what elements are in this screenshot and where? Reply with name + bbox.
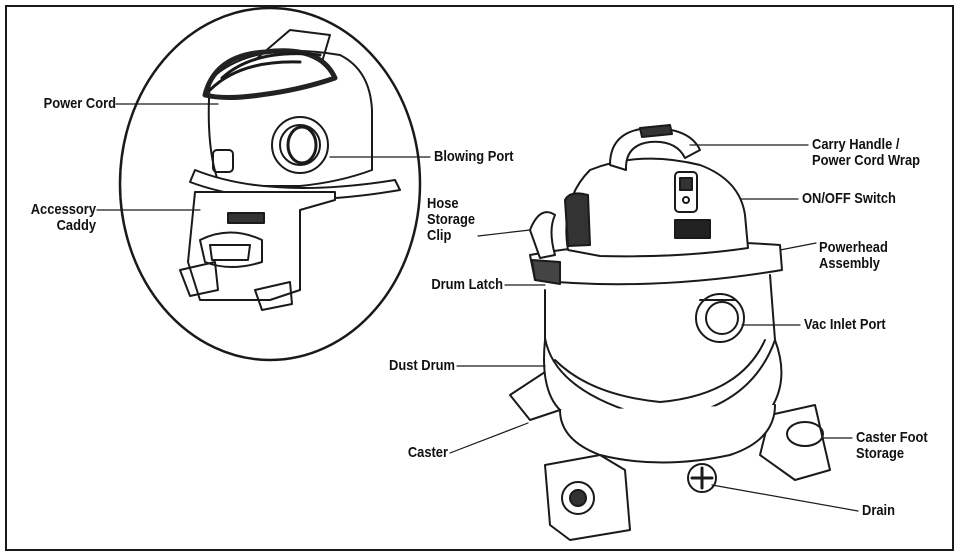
label-dust-drum: Dust Drum	[389, 357, 455, 374]
label-accessory-caddy: Accessory Caddy	[30, 201, 97, 234]
label-caster-foot-storage: Caster Foot Storage	[856, 429, 928, 462]
leader-lines	[96, 103, 859, 512]
label-carry-handle: Carry Handle / Power Cord Wrap	[812, 136, 920, 169]
label-on-off-switch: ON/OFF Switch	[802, 190, 896, 207]
label-drum-latch: Drum Latch	[431, 276, 503, 293]
label-vac-inlet-port: Vac Inlet Port	[804, 316, 886, 333]
label-power-cord: Power Cord	[43, 95, 116, 112]
vacuum-body	[509, 124, 831, 541]
label-hose-storage-clip: Hose Storage Clip	[427, 195, 476, 244]
label-powerhead-assembly: Powerhead Assembly	[819, 239, 888, 272]
diagram-frame	[5, 5, 954, 551]
label-caster: Caster	[407, 444, 448, 461]
detail-inset	[118, 6, 422, 362]
label-blowing-port: Blowing Port	[434, 148, 514, 165]
label-drain: Drain	[862, 502, 895, 519]
